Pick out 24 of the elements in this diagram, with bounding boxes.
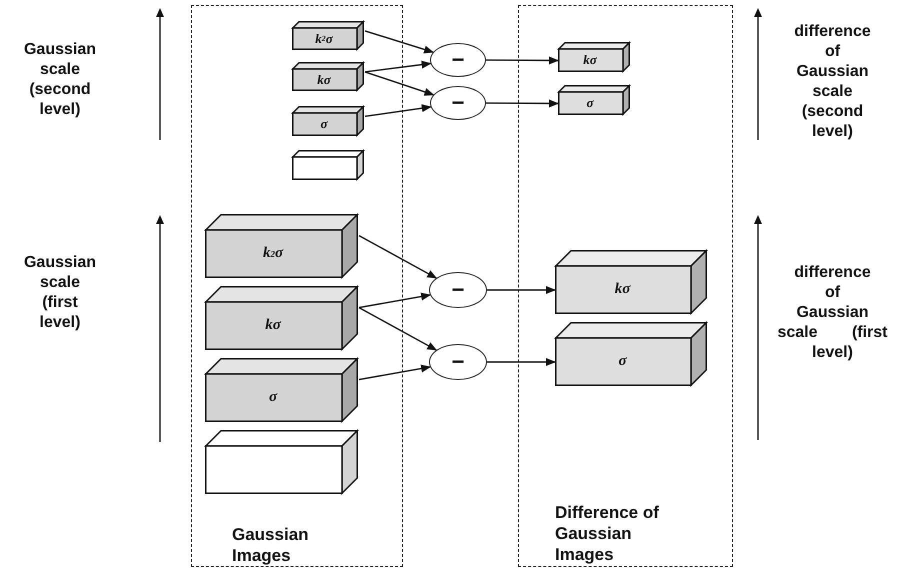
arrow	[487, 286, 556, 294]
dashed-panel	[191, 5, 403, 567]
axis-label: difference of Gaussian scale (first level)	[776, 263, 889, 363]
axis-label: Gaussian scale (second level)	[22, 40, 98, 120]
arrow	[487, 358, 556, 366]
arrow	[364, 104, 432, 118]
panel-title: Difference of Gaussian Images	[555, 502, 660, 565]
arrow	[358, 306, 438, 351]
dashed-panel	[518, 5, 733, 567]
arrow	[364, 60, 432, 73]
subtract-operator: −	[430, 86, 486, 120]
axis-label: difference of Gaussian scale (second level)	[793, 22, 872, 142]
axis-label: Gaussian scale (first level)	[22, 253, 98, 333]
panel-title: Gaussian Images	[232, 524, 310, 566]
subtract-operator: −	[429, 272, 487, 308]
arrow	[364, 30, 434, 54]
arrow	[486, 56, 559, 64]
arrow	[486, 99, 559, 108]
subtract-operator: −	[430, 43, 486, 77]
image-block	[204, 430, 358, 494]
arrow	[358, 292, 432, 308]
subtract-operator: −	[429, 344, 487, 380]
image-block	[292, 150, 364, 180]
arrow	[364, 71, 434, 96]
